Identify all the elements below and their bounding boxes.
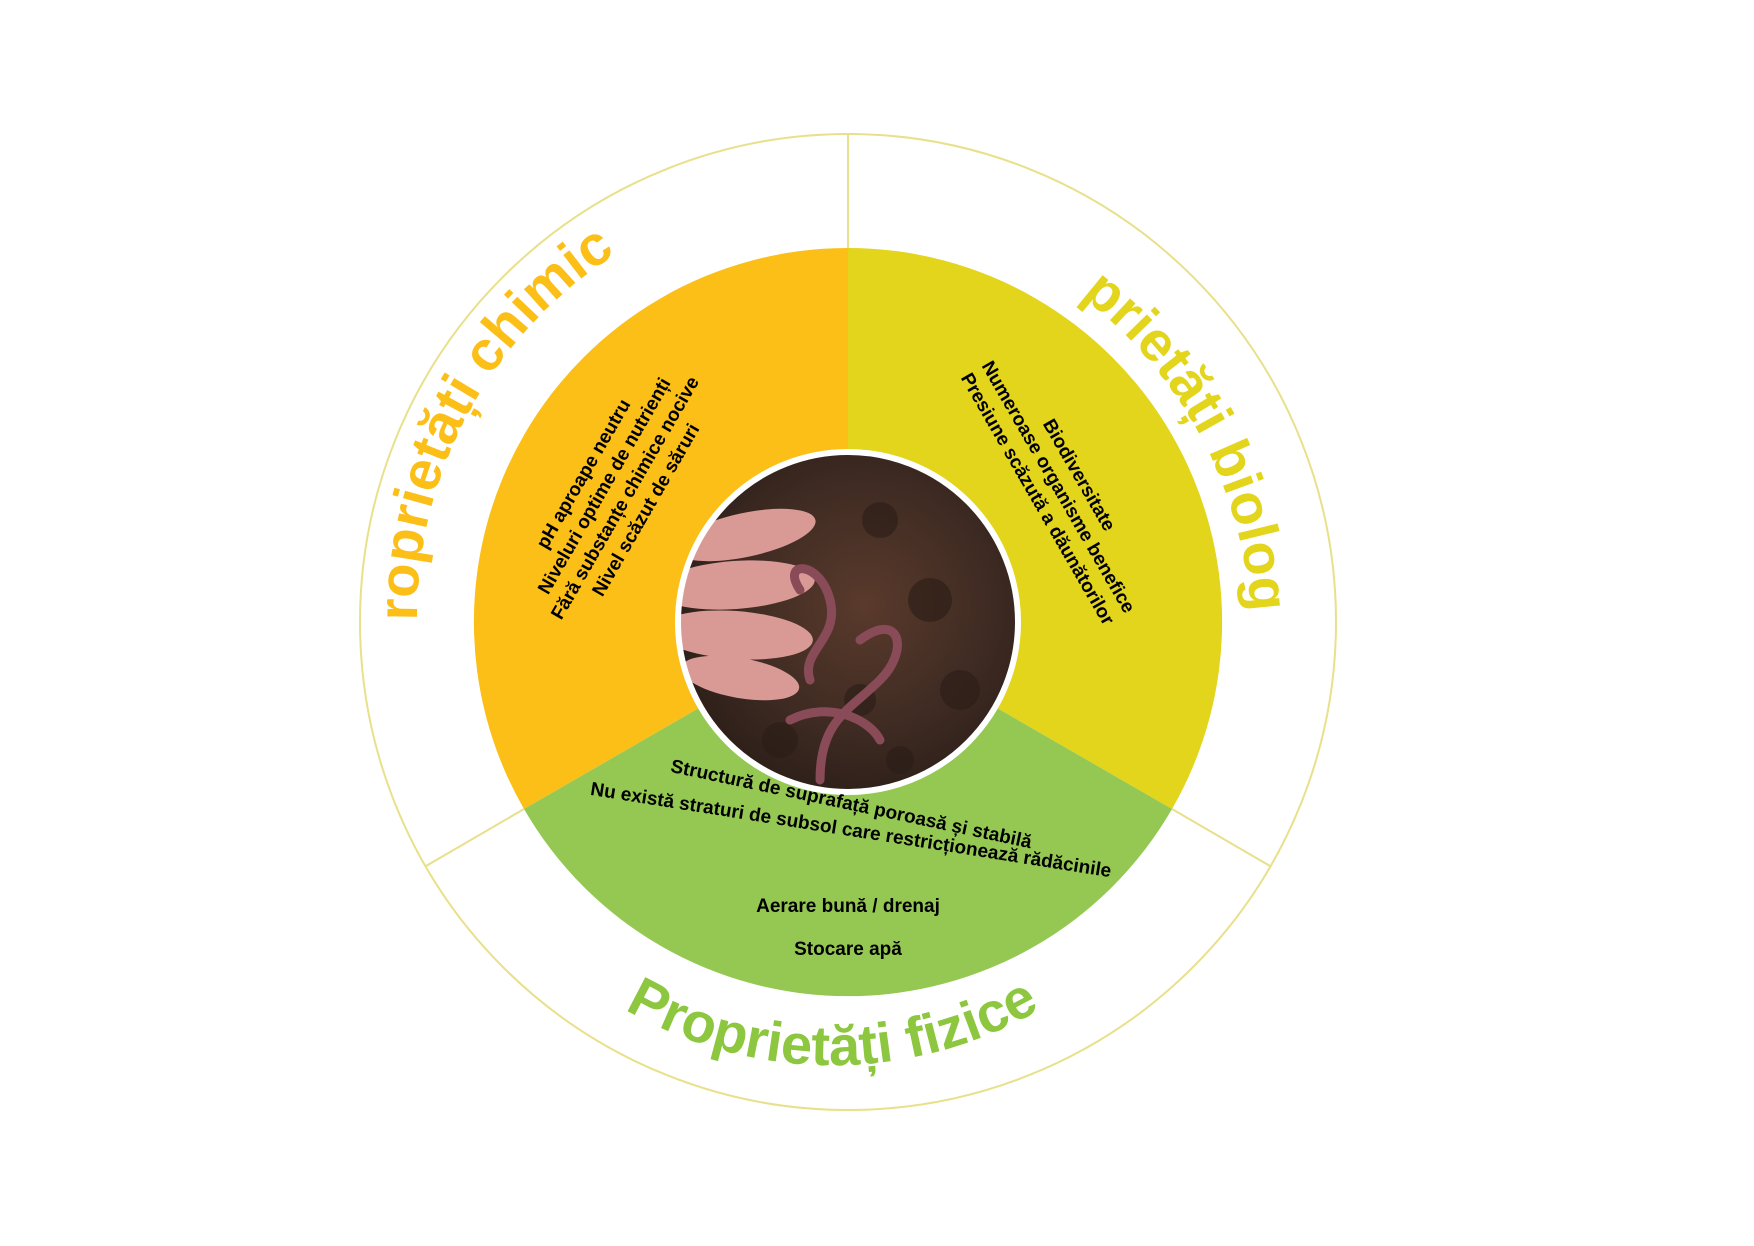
sector-physical <box>524 622 1172 997</box>
center-photo <box>678 452 1018 792</box>
hand-shape <box>678 508 816 701</box>
ring-divider-right <box>1171 808 1271 867</box>
physical-item: Aerare bună / drenaj <box>756 896 940 917</box>
ring-divider-left <box>425 808 525 867</box>
center-photo-border <box>675 449 1021 795</box>
physical-item: Stocare apă <box>794 939 902 960</box>
worm-shapes <box>785 564 902 785</box>
